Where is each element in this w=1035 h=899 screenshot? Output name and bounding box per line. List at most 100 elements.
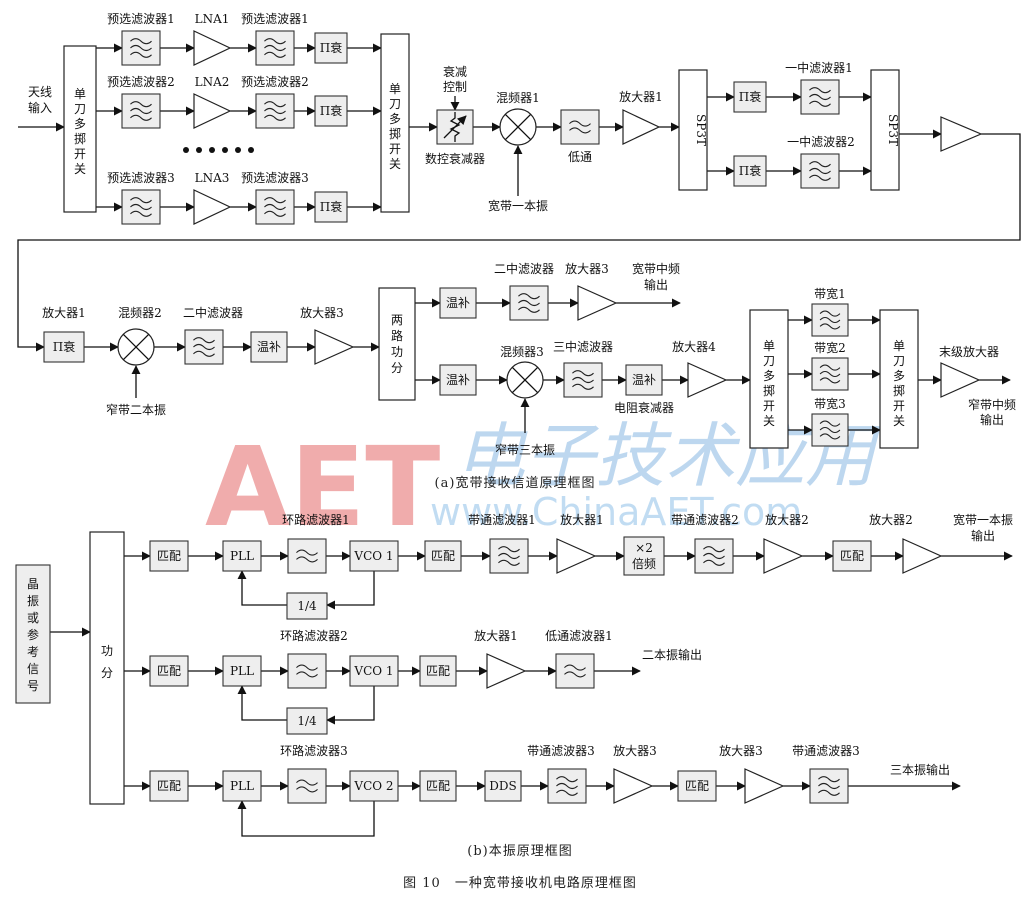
final-amp-label: 末级放大器 (939, 344, 999, 359)
temp-comp-3-label: 温补 (446, 373, 470, 387)
switch-b-label: 多 (893, 369, 905, 383)
preselect-filter-out-1 (255, 30, 295, 66)
lna-2 (193, 93, 232, 129)
pll-1 (222, 540, 262, 572)
match-2b (419, 655, 457, 687)
power-splitter-label: 分 (391, 361, 403, 375)
pll3-feedback (237, 800, 375, 837)
loop-filter-2 (287, 653, 327, 689)
mixer-cross (511, 366, 539, 394)
if1-filter-1 (800, 79, 840, 115)
sp3t-1 (678, 69, 708, 191)
pi-attenuator-1-label: Π衰 (320, 40, 342, 55)
filter-wave (130, 44, 152, 52)
vco-1 (349, 540, 399, 572)
match-1b (424, 540, 462, 572)
temp-comp-4-label: 温补 (632, 373, 656, 387)
reference-label: 考 (27, 645, 39, 659)
match-1b-label: 匹配 (431, 549, 455, 563)
vco-2-label: VCO 2 (353, 779, 393, 793)
divider-2-label: 1/4 (297, 714, 317, 728)
if2-filter (184, 329, 224, 365)
filter-label: 预选滤波器3 (241, 171, 309, 185)
filter-wave (809, 174, 831, 181)
filter-wave (556, 789, 578, 796)
if1a-label: 一中滤波器1 (785, 60, 853, 75)
bandwidth-filter-1 (811, 303, 849, 337)
filter-wave (296, 786, 318, 793)
dds-label: DDS (489, 779, 516, 793)
sp3t-2 (870, 69, 900, 191)
divider-1-label: 1/4 (297, 599, 317, 613)
power-splitter-label: 功 (391, 345, 403, 359)
amplifier-4 (687, 362, 728, 398)
filter-wave (130, 51, 152, 58)
filter-wave (809, 93, 831, 101)
lo-amp-1 (556, 538, 597, 574)
lpf1-label: 低通滤波器1 (545, 629, 613, 643)
filter-wave (572, 383, 594, 390)
if1-filter-2 (800, 153, 840, 189)
ellipsis-dot (235, 147, 241, 153)
atten-control-label: 控制 (443, 80, 467, 94)
lo-splitter (89, 531, 125, 805)
filter-wave (809, 100, 831, 107)
power-splitter-label: 路 (391, 328, 403, 343)
filter-wave (819, 323, 841, 330)
filter-wave (130, 101, 152, 108)
signal-lines (17, 43, 1021, 837)
filter-wave (130, 210, 152, 217)
temp-comp-3 (439, 364, 477, 396)
lo-amp3b-label: 放大器3 (719, 743, 763, 758)
bpf3b-label: 带通滤波器3 (792, 744, 860, 758)
filter-label: 预选滤波器1 (107, 12, 175, 26)
vco-1b (349, 655, 399, 687)
switch-a-label: 多 (763, 369, 775, 383)
mixer-3 (506, 361, 544, 399)
mid-pi-attenuator (43, 331, 85, 363)
filter-label: 预选滤波器2 (241, 75, 309, 89)
switch-b-label: 刀 (893, 354, 905, 368)
bpf-2 (694, 538, 734, 574)
sp3t-2-label: SP3T (886, 114, 900, 146)
input-switch-label: 单 (74, 87, 86, 101)
wide-out-label: 宽带中频 (632, 261, 680, 276)
dds (484, 770, 522, 802)
switch-a-label: 单 (763, 339, 775, 353)
output-switch-label: 关 (389, 157, 401, 171)
doubler-label: ×2 (635, 541, 653, 555)
divider-1 (286, 592, 328, 620)
antenna-label: 天线 (28, 85, 52, 99)
mixer2-label: 混频器2 (118, 306, 162, 320)
if1-pi-attenuator-2 (733, 155, 767, 187)
filter-wave (296, 556, 318, 563)
filter-wave (569, 120, 591, 127)
amp1-label: 放大器1 (619, 89, 663, 104)
filter-wave (809, 161, 831, 168)
temp-comp-4 (625, 364, 663, 396)
input-switch-label: 开 (74, 147, 86, 161)
filter-wave (264, 197, 286, 204)
pi-attenuator-3 (314, 191, 348, 223)
output-switch-label: 开 (389, 142, 401, 156)
preselect-filter-in-2 (121, 93, 161, 129)
pi-attenuator-2-label: Π衰 (320, 103, 342, 118)
switch-a-label: 开 (763, 399, 775, 413)
temp-comp-2 (439, 287, 477, 319)
bw-label: 带宽3 (814, 396, 846, 411)
reference-label: 号 (27, 679, 39, 693)
lna-label: LNA3 (195, 171, 230, 185)
mixer-cross (122, 333, 150, 361)
variable-arrow (443, 115, 467, 139)
lo-amp-3 (613, 768, 654, 804)
filter-wave (264, 101, 286, 108)
bpf-3b (809, 768, 849, 804)
filter-wave (809, 87, 831, 94)
match-1-label: 匹配 (157, 549, 181, 563)
match-2b-label: 匹配 (426, 664, 450, 678)
reference-label: 参 (27, 627, 39, 642)
switch-a-label: 掷 (763, 383, 775, 398)
filter-frame (555, 653, 595, 689)
